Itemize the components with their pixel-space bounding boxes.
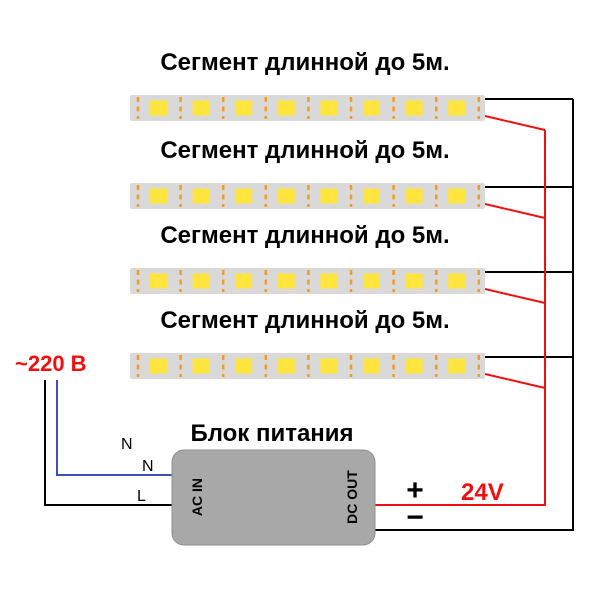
led-strip-3	[128, 266, 487, 296]
minus-label: −	[406, 501, 424, 534]
power-supply-box	[171, 449, 376, 546]
wire-label-n1: N	[121, 436, 133, 453]
wire-label-n2: N	[142, 458, 154, 475]
ac-in-label: AC IN	[189, 478, 205, 516]
mains-voltage-label: ~220 В	[15, 351, 87, 376]
led-strip-1	[128, 93, 487, 123]
segment-title-3: Сегмент длинной до 5м.	[160, 222, 449, 249]
dc-out-label: DC OUT	[344, 470, 360, 524]
wire-label-l: L	[137, 488, 146, 505]
blue-wire	[56, 380, 172, 476]
segment-title-1: Сегмент длинной до 5м.	[160, 49, 449, 76]
segment-title-2: Сегмент длинной до 5м.	[160, 137, 449, 164]
black-wires	[44, 98, 574, 531]
led-strip-2	[128, 181, 487, 211]
red-wires	[375, 115, 546, 506]
segment-title-4: Сегмент длинной до 5м.	[160, 307, 449, 334]
output-voltage-label: 24V	[461, 479, 504, 506]
plus-label: +	[406, 474, 424, 507]
power-supply-title: Блок питания	[190, 420, 353, 447]
led-strip-4	[128, 351, 487, 381]
